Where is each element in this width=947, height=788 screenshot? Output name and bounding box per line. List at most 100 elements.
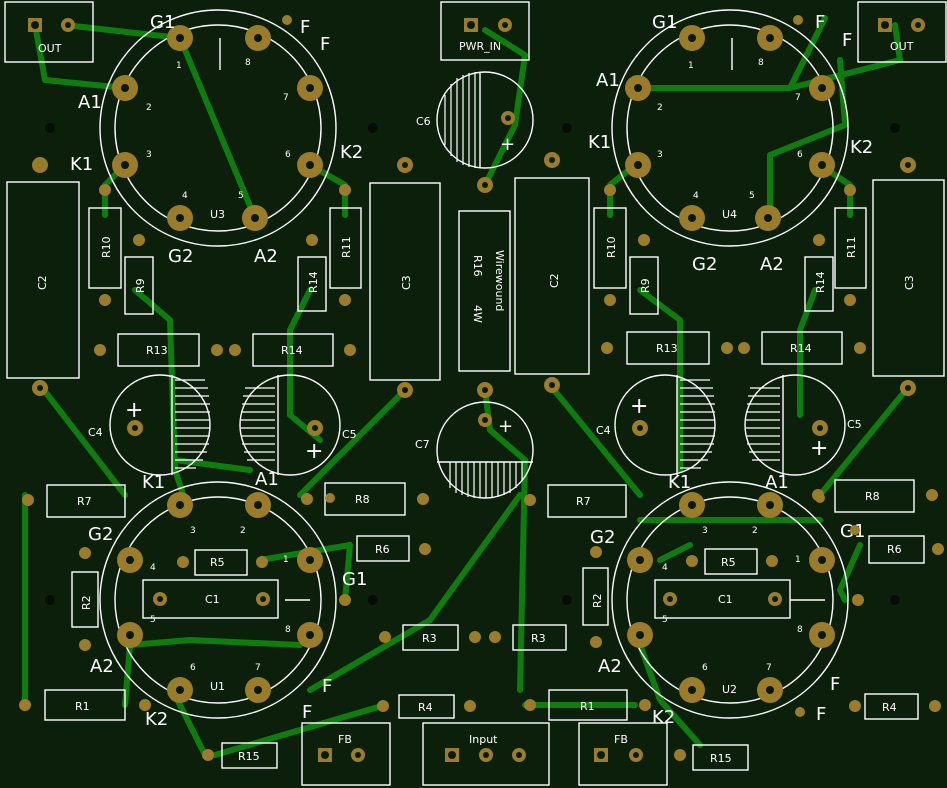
svg-text:3: 3 (657, 150, 663, 160)
resistor-r16-wirewound: R16 Wirewound 4W (458, 177, 511, 398)
u3-label-g2: G2 (168, 246, 193, 267)
capacitor-c5-left: + C5 (239, 374, 357, 476)
resistor-r11-right: R11 (834, 184, 867, 306)
capacitor-label: C2 (548, 273, 561, 288)
u1-label-g2: G2 (88, 524, 113, 545)
capacitor-c1-left: C1 (142, 579, 279, 619)
resistor-r5-left: R5 (177, 549, 268, 576)
u1-label-g1: G1 (342, 569, 367, 590)
u3-pads (112, 25, 323, 231)
svg-text:R7: R7 (77, 495, 92, 508)
svg-text:6: 6 (797, 150, 803, 160)
svg-text:R7: R7 (576, 495, 591, 508)
svg-text:5: 5 (238, 191, 244, 201)
u3-label-a2: A2 (254, 246, 278, 267)
svg-text:R10: R10 (100, 236, 113, 258)
svg-text:R15: R15 (710, 752, 732, 765)
resistor-r2-left: R2 (71, 547, 99, 651)
connector-out-left[interactable]: OUT (4, 1, 94, 63)
u2-pads (627, 492, 835, 703)
capacitor-label: C3 (400, 275, 413, 290)
svg-text:R14: R14 (281, 344, 303, 357)
connector-label: PWR_IN (459, 40, 501, 53)
svg-text:5: 5 (749, 191, 755, 201)
u4-label-g2: G2 (692, 254, 717, 275)
svg-text:8: 8 (245, 58, 251, 68)
svg-text:2: 2 (752, 526, 758, 536)
u3-label-k1: K1 (70, 154, 93, 175)
resistor-r4-left: R4 (377, 694, 476, 719)
resistor-r13-right: R13 (601, 331, 733, 365)
svg-text:6: 6 (190, 663, 196, 673)
capacitor-c6: + C6 (416, 71, 534, 169)
resistor-r3-center: R3 (489, 624, 567, 651)
pin-number-labels: 1 2 3 4 5 6 7 8 1 2 3 4 5 6 7 8 1 2 3 4 … (146, 58, 803, 673)
svg-text:R13: R13 (146, 344, 168, 357)
connector-input[interactable]: Input (422, 722, 550, 786)
u1-label-k1: K1 (142, 472, 165, 493)
svg-text:3: 3 (190, 526, 196, 536)
resistors: R10 R9 R11 R14 R13 R14 R10 R9 R11 R14 R1… (19, 184, 944, 771)
resistor-r14-right-h: R14 (738, 331, 866, 365)
u3-label-k2: K2 (340, 142, 363, 163)
svg-text:5: 5 (662, 615, 668, 625)
resistor-r11-left: R11 (329, 184, 362, 306)
svg-text:R14: R14 (790, 342, 812, 355)
connector-out-right[interactable]: OUT (857, 1, 947, 63)
capacitor-c5-right: + C5 (744, 374, 862, 476)
svg-text:7: 7 (795, 93, 801, 103)
capacitor-c1-right: C1 (654, 579, 791, 619)
u2-label-a1: A1 (765, 472, 789, 493)
resistor-r10-left: R10 (88, 184, 122, 306)
svg-text:3: 3 (146, 150, 152, 160)
connector-label: FB (338, 733, 352, 746)
svg-text:1: 1 (688, 61, 694, 71)
svg-text:R2: R2 (591, 593, 604, 608)
svg-text:4: 4 (182, 191, 188, 201)
svg-text:R15: R15 (238, 750, 260, 763)
wirewound-power: 4W (471, 305, 484, 323)
svg-text:R2: R2 (80, 595, 93, 610)
resistor-r6-right: R6 (868, 535, 944, 564)
plus-sign: + (305, 439, 323, 464)
plus-sign: + (500, 134, 515, 155)
svg-text:1: 1 (176, 61, 182, 71)
svg-text:R11: R11 (845, 236, 858, 258)
u3-name: U3 (210, 208, 225, 221)
connector-fb-left[interactable]: FB (301, 722, 391, 786)
u1-label-a2: A2 (90, 656, 114, 677)
wirewound-name: R16 (471, 255, 484, 277)
connector-fb-right[interactable]: FB (578, 722, 668, 786)
wirewound-type: Wirewound (493, 250, 506, 311)
svg-text:8: 8 (285, 625, 291, 635)
capacitor-c3-left: C3 (369, 157, 441, 398)
resistor-r1-right: R1 (524, 689, 651, 721)
tube-socket-u2: K1 A1 G2 G1 A2 F K2 F U2 (590, 472, 865, 728)
svg-text:8: 8 (758, 58, 764, 68)
capacitor-label: C1 (205, 593, 220, 606)
u3-label-a1: A1 (78, 92, 102, 113)
resistor-r13-left: R13 (94, 333, 223, 367)
u3-label-f2: F (320, 34, 330, 55)
resistor-r9-left: R9 (124, 234, 154, 315)
capacitor-label: C2 (36, 275, 49, 290)
resistor-r6-left: R6 (356, 535, 431, 562)
u1-label-a1: A1 (255, 469, 279, 490)
svg-text:R14: R14 (307, 271, 320, 293)
capacitor-label: C3 (903, 275, 916, 290)
u1-name: U1 (210, 680, 225, 693)
svg-text:2: 2 (657, 103, 663, 113)
svg-text:R9: R9 (639, 278, 652, 293)
svg-text:R10: R10 (605, 236, 618, 258)
resistor-r2-right: R2 (582, 546, 609, 648)
resistor-r10-right: R10 (593, 184, 627, 306)
u4-label-f2: F (842, 30, 852, 51)
capacitor-label: C4 (596, 424, 611, 437)
resistor-r15-right: R15 (674, 744, 749, 771)
resistor-r7-right: R7 (524, 484, 627, 518)
connector-pwr-in[interactable]: PWR_IN (440, 1, 530, 61)
u3-label-g1: G1 (150, 12, 175, 33)
svg-text:R11: R11 (340, 236, 353, 258)
